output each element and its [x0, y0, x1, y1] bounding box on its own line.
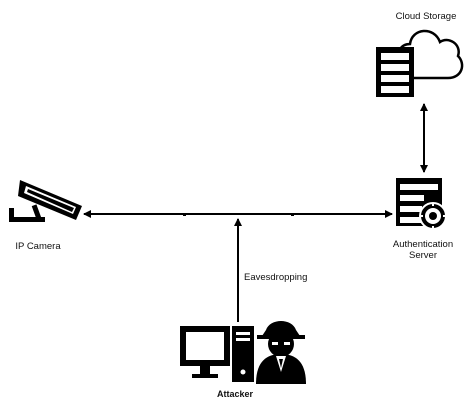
eavesdropping-label: Eavesdropping: [244, 272, 308, 283]
link-tick: [183, 213, 186, 216]
cloud-storage-label: Cloud Storage: [395, 11, 457, 22]
auth-server-label-line1: Authentication: [392, 239, 454, 250]
ip-camera-label: IP Camera: [15, 241, 61, 252]
auth-server-label: Authentication Server: [382, 239, 464, 261]
link-tick: [291, 213, 294, 216]
security-camera-icon: [9, 180, 82, 222]
attacker-label: Attacker: [216, 389, 254, 399]
cloud-server-icon: [376, 29, 464, 97]
server-gear-icon: [396, 178, 447, 230]
auth-server-label-line2: Server: [409, 250, 437, 261]
hacker-computer-icon: [180, 321, 306, 384]
